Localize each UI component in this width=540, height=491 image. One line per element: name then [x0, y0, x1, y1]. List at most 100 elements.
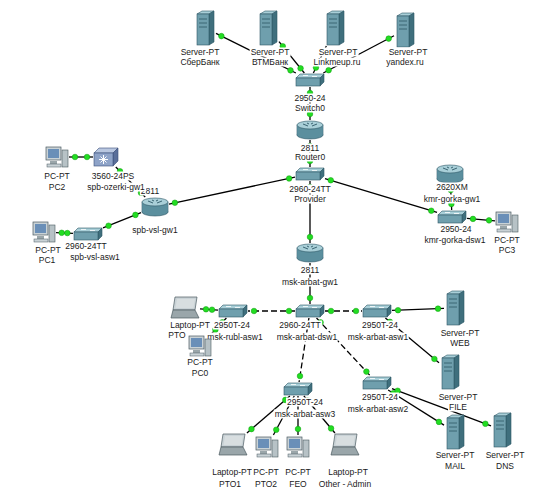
- switch-icon: [362, 376, 392, 390]
- device-model: 2960-24TT: [278, 321, 322, 330]
- device-name: msk-arbat-asw3: [274, 410, 336, 419]
- device-model: Server-PT: [440, 329, 481, 338]
- network-device: Server-PTВТМБанк: [257, 10, 279, 46]
- network-device: Server-PTMAIL: [444, 414, 466, 450]
- network-link: [392, 306, 444, 313]
- device-name: yandex.ru: [385, 58, 424, 67]
- server-icon: [194, 10, 216, 46]
- network-device: Server-PTDNS: [491, 412, 513, 448]
- server-icon: [324, 10, 346, 46]
- device-model: 2950T-24: [361, 393, 399, 402]
- device-name: msk-arbat-dsw1: [276, 333, 338, 342]
- device-name: FEO: [288, 480, 307, 489]
- device-name: FILE: [448, 403, 468, 412]
- network-device: 2950T-24msk-rubl-asw1: [218, 304, 248, 318]
- device-model: 2950T-24: [286, 398, 324, 407]
- network-device: 2950-24Switch0: [295, 73, 325, 87]
- network-device: PC-PTPC0: [188, 334, 212, 358]
- switch-icon: [218, 304, 248, 318]
- device-model: Server-PT: [180, 48, 221, 57]
- device-model: Server-PT: [388, 48, 429, 57]
- device-model: PC-PT: [186, 358, 214, 367]
- device-name: PTO2: [254, 480, 278, 489]
- device-name: DNS: [495, 462, 515, 471]
- device-name: Provider: [293, 195, 327, 204]
- device-model: 2620XM: [435, 183, 469, 192]
- device-model: Server-PT: [438, 393, 479, 402]
- network-device: 2960-24TTspb-vsl-asw1: [73, 227, 103, 241]
- device-name: msk-arbat-asw1: [347, 333, 409, 342]
- network-device: Laptop-PTPTO: [170, 296, 200, 320]
- network-link: [467, 216, 495, 223]
- network-link: [169, 176, 295, 206]
- pc-icon: [45, 145, 69, 169]
- network-device: PC-PTPTO2: [255, 435, 279, 459]
- device-name: СберБанк: [179, 58, 220, 67]
- device-model: Server-PT: [485, 451, 526, 460]
- network-device: 2950T-24msk-arbat-asw1: [362, 304, 392, 318]
- device-model: Server-PT: [250, 48, 291, 57]
- device-name: PC3: [498, 246, 517, 255]
- laptop-icon: [330, 433, 360, 457]
- server-icon: [491, 412, 513, 448]
- laptop-icon: [170, 296, 200, 320]
- server-icon: [257, 10, 279, 46]
- device-name: PC0: [191, 369, 210, 378]
- network-link: [200, 307, 218, 313]
- pc-icon: [286, 435, 310, 459]
- device-name: PTO1: [218, 480, 242, 489]
- device-name: msk-arbat-asw2: [347, 405, 409, 414]
- network-device: Server-PTWEB: [444, 290, 466, 326]
- network-device: Server-PTСберБанк: [194, 10, 216, 46]
- server-icon: [444, 414, 466, 450]
- router-icon: [436, 164, 464, 184]
- network-device: Laptop-PTPTO1: [218, 433, 248, 457]
- device-model: PC-PT: [43, 172, 71, 181]
- network-device: Server-PTFILE: [439, 354, 461, 390]
- network-device: Server-PTLinkmeup.ru: [324, 10, 346, 46]
- network-device: 2950T-24msk-arbat-asw3: [283, 382, 313, 396]
- device-model: 2950T-24: [213, 321, 251, 330]
- device-model: Laptop-PT: [169, 321, 211, 330]
- network-device: PC-PTPC1: [32, 220, 56, 244]
- device-model: PC-PT: [252, 468, 280, 477]
- network-device: 2620XMkmr-gorka-gw1: [436, 164, 464, 184]
- l3-icon: [93, 147, 119, 167]
- network-device: PC-PTPC2: [45, 145, 69, 169]
- device-name: Router0: [294, 153, 326, 162]
- device-name: msk-arbat-gw1: [281, 278, 339, 287]
- network-link: [56, 230, 73, 236]
- network-link: [69, 154, 93, 160]
- pc-icon: [32, 220, 56, 244]
- device-name: PTO: [167, 331, 186, 340]
- device-name: PC2: [48, 183, 67, 192]
- pc-icon: [495, 210, 519, 234]
- laptop-icon: [218, 433, 248, 457]
- network-device: 2960-24TTProvider: [295, 167, 325, 181]
- switch-icon: [73, 227, 103, 241]
- device-model: 2811: [300, 144, 320, 153]
- device-name: Other - Admin: [318, 480, 372, 489]
- network-device: 2811Router0: [296, 120, 324, 140]
- switch-icon: [283, 382, 313, 396]
- device-name: MAIL: [444, 462, 466, 471]
- switch-icon: [437, 210, 467, 224]
- network-device: PC-PTPC3: [495, 210, 519, 234]
- network-device: 2811spb-vsl-gw1: [141, 197, 169, 217]
- server-icon: [439, 354, 461, 390]
- router-icon: [296, 243, 324, 263]
- device-model: 2950-24: [293, 94, 326, 103]
- network-link: [325, 308, 362, 314]
- device-model: Laptop-PT: [327, 468, 369, 477]
- device-model: 2960-24TT: [288, 185, 332, 194]
- device-name: spb-vsl-gw1: [131, 226, 178, 235]
- device-name: WEB: [449, 339, 470, 348]
- device-model: 2950-24: [439, 225, 472, 234]
- device-model: PC-PT: [493, 236, 521, 245]
- server-icon: [394, 12, 416, 48]
- device-name: ВТМБанк: [251, 58, 289, 67]
- switch-icon: [295, 167, 325, 181]
- device-name: spb-vsl-asw1: [69, 253, 121, 262]
- device-name: kmr-gorka-gw1: [423, 195, 482, 204]
